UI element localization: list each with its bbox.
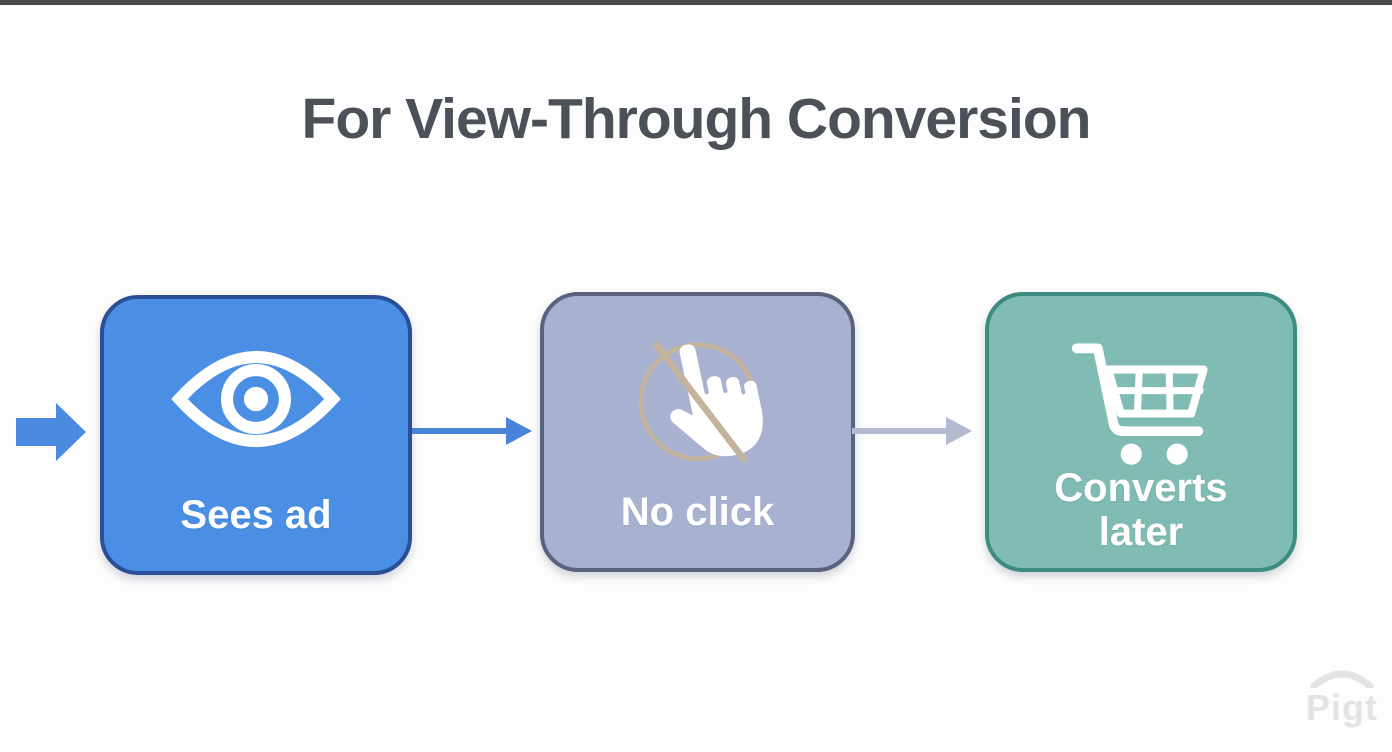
arrow-right-icon xyxy=(852,417,972,445)
step-box-converts-later: Converts later xyxy=(985,292,1297,572)
arrow-right-icon xyxy=(412,417,532,445)
watermark-logo: Pigt xyxy=(1296,670,1388,729)
step-box-sees-ad: Sees ad xyxy=(100,295,412,575)
step-label-no-click: No click xyxy=(620,490,775,534)
block-arrow-right-icon xyxy=(16,403,86,461)
watermark-arc-icon xyxy=(1310,670,1374,690)
top-edge-bar xyxy=(0,0,1392,5)
step-box-no-click: No click xyxy=(540,292,855,572)
page-title: For View-Through Conversion xyxy=(301,87,1092,151)
no-click-hand-icon xyxy=(544,322,851,474)
connector-arrow-2 xyxy=(848,414,976,453)
connector-arrow-1 xyxy=(408,414,536,453)
eye-icon xyxy=(104,343,408,455)
step-label-converts-later: Converts later xyxy=(1054,466,1228,554)
entry-arrow xyxy=(16,403,86,466)
watermark-text: Pigt xyxy=(1306,687,1378,728)
shopping-cart-icon xyxy=(989,336,1293,470)
step-label-sees-ad: Sees ad xyxy=(180,493,332,537)
